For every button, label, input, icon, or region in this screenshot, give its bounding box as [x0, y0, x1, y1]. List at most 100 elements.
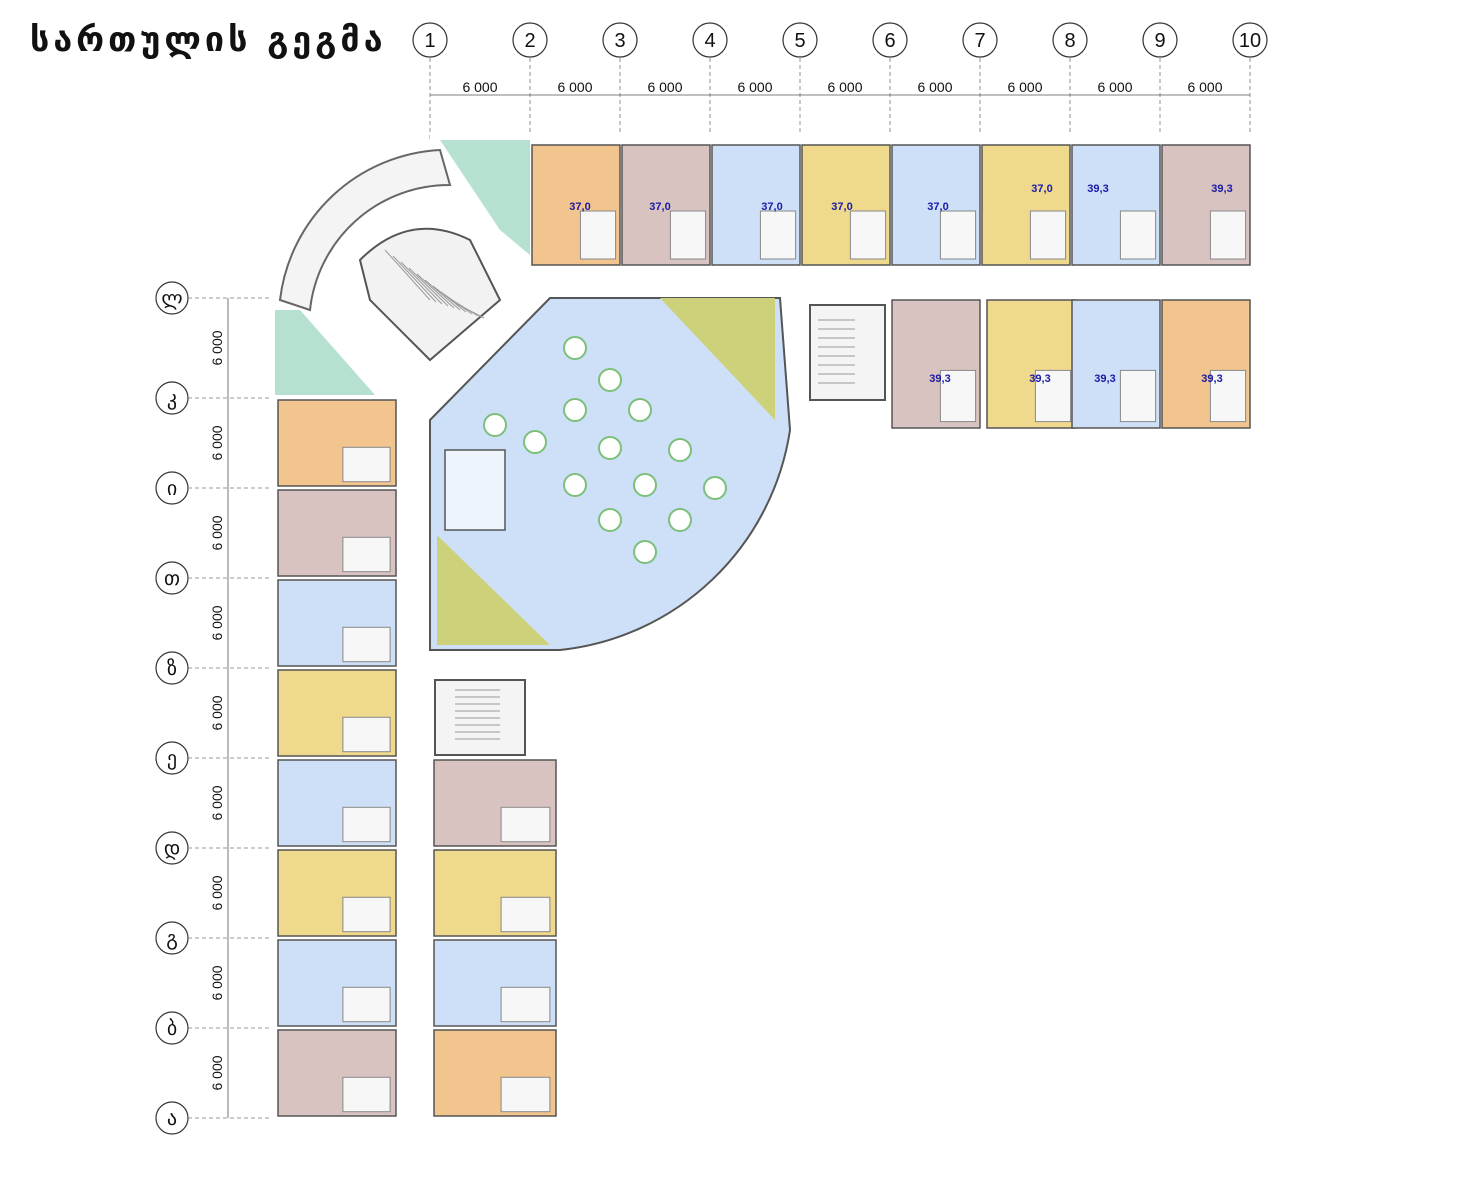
row-axis-label: ი [167, 478, 177, 500]
column-axis-label: 1 [424, 30, 435, 52]
room-area-label: 39,3 [1211, 183, 1232, 195]
bathroom [939, 210, 977, 260]
column-axis-label: 6 [884, 30, 895, 52]
bathroom [1119, 210, 1157, 260]
row-dimension-label: 6 000 [209, 965, 225, 1000]
row-axis-label: ე [167, 748, 177, 770]
dining-table [668, 438, 692, 462]
dining-table [628, 398, 652, 422]
row-dimension-label: 6 000 [209, 605, 225, 640]
lobby-green-left [275, 310, 375, 395]
east-stair-core [809, 304, 886, 401]
stair-tread [408, 267, 449, 307]
row-axis-label: ლ [161, 288, 182, 310]
column-dimension-label: 6 000 [1187, 79, 1222, 95]
bathroom [342, 536, 391, 573]
building-outline [270, 135, 1260, 1128]
entrance-arc [278, 148, 452, 312]
lobby-green-top [440, 140, 530, 255]
stair-tread [392, 255, 437, 303]
room-area-label: 37,0 [1031, 183, 1052, 195]
column-dimension-label: 6 000 [647, 79, 682, 95]
stair-tread [424, 279, 461, 311]
column-axis-label: 10 [1239, 30, 1261, 52]
bathroom [342, 446, 391, 483]
room-area-label: 39,3 [1029, 373, 1050, 385]
column-axis-bubble [512, 22, 548, 58]
dining-table [563, 473, 587, 497]
room-area-label: 39,3 [1087, 183, 1108, 195]
row-axis-label: ზ [167, 658, 177, 680]
bathroom [500, 896, 551, 933]
column-axis-label: 5 [794, 30, 805, 52]
column-axis-bubble [872, 22, 908, 58]
restaurant-olive-top [660, 298, 775, 420]
restaurant-wc [444, 449, 506, 531]
bathroom [342, 626, 391, 663]
room-area-label: 37,0 [761, 201, 782, 213]
bathroom [1034, 369, 1072, 423]
dining-table [598, 368, 622, 392]
dining-table [703, 476, 727, 500]
bathroom [1029, 210, 1067, 260]
bathroom [342, 986, 391, 1023]
column-dimension-label: 6 000 [827, 79, 862, 95]
stair-tread [400, 261, 443, 305]
column-dimension-label: 6 000 [917, 79, 952, 95]
guest-room [891, 299, 981, 429]
dining-table [598, 436, 622, 460]
column-axis-label: 3 [614, 30, 625, 52]
dining-table [563, 336, 587, 360]
dining-table [598, 508, 622, 532]
column-axis-bubble [782, 22, 818, 58]
bathroom [1119, 369, 1157, 423]
row-axis-label: თ [164, 568, 180, 590]
row-dimension-label: 6 000 [209, 695, 225, 730]
guest-room [433, 759, 557, 847]
restaurant-olive-bottom [437, 535, 550, 645]
column-dimension-label: 6 000 [737, 79, 772, 95]
bathroom [759, 210, 797, 260]
bathroom [1209, 210, 1247, 260]
bathroom [500, 1076, 551, 1113]
room-area-label: 37,0 [569, 201, 590, 213]
stair-tread [416, 273, 455, 309]
column-axis-label: 8 [1064, 30, 1075, 52]
plan-title: სართულის გეგმა [30, 20, 387, 60]
column-axis-bubble [692, 22, 728, 58]
restaurant-hall [429, 297, 792, 651]
rooms [277, 144, 1251, 1117]
column-dimension-label: 6 000 [1097, 79, 1132, 95]
row-axis-label: დ [164, 838, 180, 860]
column-dimension-label: 6 000 [1007, 79, 1042, 95]
dining-table [633, 473, 657, 497]
guest-room [277, 939, 397, 1027]
bathroom [579, 210, 617, 260]
stair-tread [384, 249, 431, 301]
bathroom [1209, 369, 1247, 423]
bathroom [849, 210, 887, 260]
room-area-label: 37,0 [649, 201, 670, 213]
row-dimension-label: 6 000 [209, 1055, 225, 1090]
bathroom [500, 986, 551, 1023]
room-area-label: 39,3 [1201, 373, 1222, 385]
bathroom [342, 806, 391, 843]
column-dimension-label: 6 000 [462, 79, 497, 95]
stair-tread [432, 285, 467, 313]
column-axis-label: 4 [704, 30, 715, 52]
column-axis-label: 7 [974, 30, 985, 52]
column-axis-bubble [1232, 22, 1268, 58]
bathroom [939, 369, 977, 423]
room-area-label: 37,0 [831, 201, 852, 213]
dining-table [563, 398, 587, 422]
stair-tread [456, 303, 485, 319]
row-dimension-label: 6 000 [209, 425, 225, 460]
room-area-label: 39,3 [929, 373, 950, 385]
column-dimension-label: 6 000 [557, 79, 592, 95]
column-axis-label: 9 [1154, 30, 1165, 52]
column-axis-bubble [602, 22, 638, 58]
row-axis-label: კ [167, 388, 177, 410]
row-dimension-label: 6 000 [209, 515, 225, 550]
